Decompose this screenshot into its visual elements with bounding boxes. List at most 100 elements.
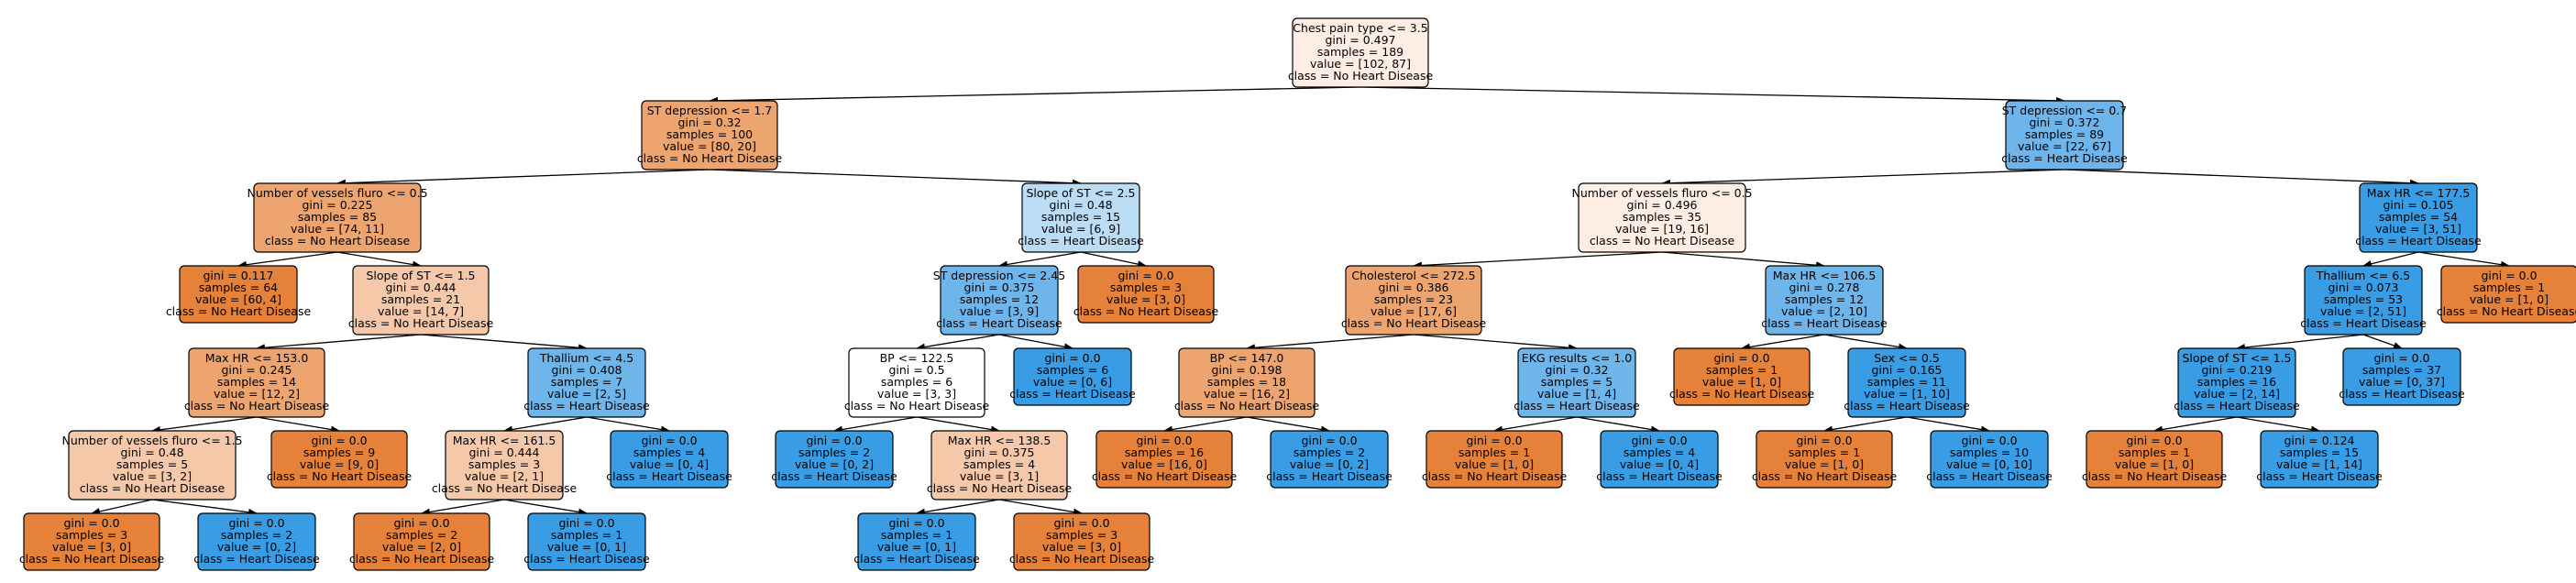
node-text-line: gini = 0.444 [468,446,539,459]
tree-edge [2064,169,2419,187]
node-text-line: value = [0, 10] [1946,457,2032,471]
tree-edge [916,334,1000,351]
node-text-line: value = [74, 11] [291,222,384,236]
node-text-line: Max HR <= 153.0 [205,351,309,365]
node-text-line: gini = 0.32 [677,116,741,129]
node-text-line: value = [16, 2] [1204,387,1290,401]
node-text-line: value = [2, 0] [382,540,461,554]
node-text-line: class = No Heart Disease [1590,234,1735,248]
node-text-line: gini = 0.0 [393,516,449,530]
node-text-line: class = No Heart Disease [2082,469,2228,483]
node-text-line: samples = 1 [1459,446,1530,459]
node-text-line: gini = 0.073 [2328,280,2398,294]
tree-edge [2417,251,2510,269]
node-text-line: value = [22, 67] [2018,139,2111,153]
tree-edge [151,416,258,434]
node-box [1095,430,1233,489]
node-text-line: class = Heart Disease [1844,399,1970,412]
node-text-line: gini = 0.32 [1545,363,1608,377]
node-text-line: class = No Heart Disease [637,151,783,165]
tree-edge [998,499,1083,516]
node-box [2005,100,2124,170]
node-text-line: Max HR <= 138.5 [948,434,1051,447]
node-text-line: gini = 0.0 [1136,434,1192,447]
node-text-line: gini = 0.0 [1301,434,1357,447]
node-box [2177,347,2296,418]
node-text-line: value = [17, 6] [1371,304,1457,318]
node-text-line: class = Heart Disease [2339,387,2465,401]
node-text-line: value = [2, 14] [2194,387,2280,401]
node-text-line: value = [0, 4] [630,457,709,471]
node-text-line: samples = 11 [1867,375,1946,389]
edges-layer [91,86,2510,516]
node-text-line: gini = 0.0 [2481,269,2537,282]
node-text-line: samples = 3 [56,528,127,542]
tree-edge [2362,251,2419,268]
node-text-line: class = No Heart Disease [1422,469,1568,483]
node-text-line: Thallium <= 4.5 [539,351,634,365]
tree-edge [998,251,1082,269]
node-box [2440,265,2576,324]
tree-edge [336,251,422,269]
node-box [930,430,1068,500]
node-text-line: gini = 0.408 [551,363,622,377]
node-text-line: class = No Heart Disease [844,399,990,412]
node-text-line: samples = 2 [798,446,870,459]
node-text-line: value = [80, 20] [663,139,756,153]
node-box [1756,430,1893,489]
node-text-line: class = No Heart Disease [1341,316,1487,330]
node-text-line: class = Heart Disease [1761,316,1888,330]
node-text-line: value = [3, 0] [1042,540,1121,554]
node-box [527,512,646,571]
node-text-line: ST depression <= 2.45 [933,269,1065,282]
node-text-line: class = No Heart Disease [1092,469,1238,483]
node-text-line: class = No Heart Disease [166,304,312,318]
node-text-line: class = No Heart Disease [1669,387,1815,401]
node-text-line: samples = 1 [1706,363,1778,377]
node-text-line: value = [3, 3] [877,387,956,401]
tree-edge [151,499,258,516]
node-text-line: Number of vessels fluro <= 0.5 [247,186,427,200]
node-text-line: gini = 0.375 [963,446,1034,459]
node-text-line: value = [3, 2] [113,469,192,483]
node-text-line: value = [0, 1] [547,540,626,554]
tree-edge [1246,416,1330,434]
node-text-line: Slope of ST <= 1.5 [366,269,475,282]
node-box [2260,430,2379,489]
tree-edge [1493,416,1578,434]
node-box [1578,182,1746,253]
tree-edge [1413,251,1663,270]
tree-edge [998,334,1073,351]
tree-edge [256,416,340,434]
node-box [1292,17,1429,88]
node-text-line: value = [0, 37] [2359,375,2445,389]
node-text-line: value = [0, 1] [877,540,956,554]
node-text-line: value = [1, 0] [1455,457,1534,471]
node-text-line: class = Heart Disease [1018,234,1144,248]
node-text-line: BP <= 147.0 [1210,351,1284,365]
tree-edge [336,169,710,187]
node-text-line: gini = 0.0 [1053,516,1109,530]
node-text-line: value = [0, 2] [217,540,296,554]
node-text-line: samples = 15 [1041,210,1120,224]
